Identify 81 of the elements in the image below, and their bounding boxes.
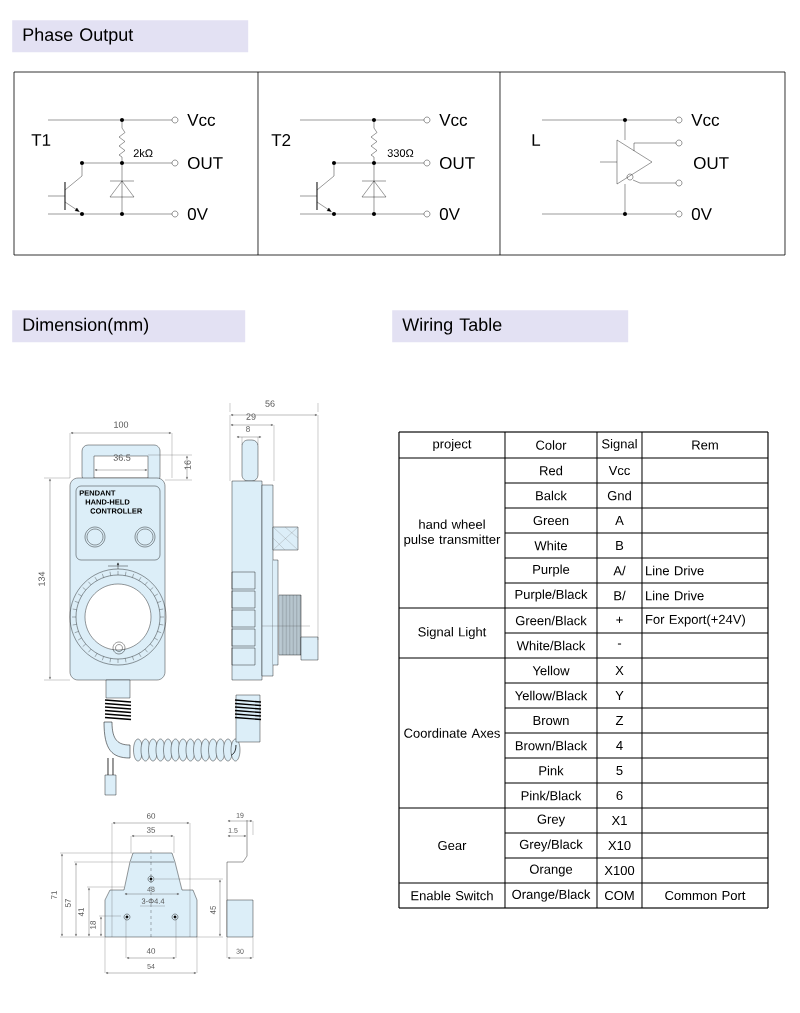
- resistor-value: 330Ω: [387, 149, 414, 157]
- circuit-label: L: [532, 134, 541, 146]
- terminal-label: Vcc: [439, 114, 468, 126]
- table-cell: Orange/Black: [504, 882, 598, 909]
- table-cell: Green/Black: [504, 607, 598, 634]
- heading-band: Dimension(mm): [12, 310, 246, 343]
- table-cell: X100: [596, 857, 643, 884]
- table-cell: Grey: [504, 807, 598, 834]
- table-cell: Signal Light: [398, 607, 506, 659]
- table-cell: X: [596, 657, 643, 684]
- table-cell: Line Drive: [641, 582, 769, 609]
- table-cell: hand wheel pulse transmitter: [398, 457, 506, 609]
- terminal-label: OUT: [440, 157, 475, 170]
- dimension-text: 45: [210, 905, 216, 915]
- terminal-label: 0V: [187, 208, 208, 221]
- table-cell: Purple: [504, 557, 598, 584]
- table-cell: White: [504, 532, 598, 559]
- dimension-text: 57: [65, 898, 71, 908]
- table-cell: Vcc: [596, 457, 643, 484]
- header-cell: Rem: [641, 431, 769, 459]
- dimension-text: 41: [78, 907, 84, 917]
- terminal-label: 0V: [691, 208, 712, 221]
- table-cell: Orange: [504, 857, 598, 884]
- table-cell: Pink/Black: [504, 782, 598, 809]
- table-cell: Z: [596, 707, 643, 734]
- table-cell: 5: [596, 757, 643, 784]
- table-cell: Pink: [504, 757, 598, 784]
- table-cell: Yellow: [504, 657, 598, 684]
- table-cell: A: [596, 507, 643, 534]
- dimension-text: 134: [38, 571, 45, 586]
- circuit-label: T1: [31, 134, 51, 146]
- dimension-text: 16: [184, 460, 191, 470]
- dimension-text: 60: [146, 813, 156, 819]
- table-cell: White/Black: [504, 632, 598, 659]
- table-cell: B/: [596, 582, 643, 609]
- table-cell: Red: [504, 457, 598, 484]
- table-cell: Brown: [504, 707, 598, 734]
- table-cell: B: [596, 532, 643, 559]
- table-cell: Green: [504, 507, 598, 534]
- dimension-text: 56: [265, 400, 275, 407]
- table-cell: X1: [596, 807, 643, 834]
- dimension-text: 29: [246, 413, 256, 420]
- resistor-value: 2kΩ: [133, 149, 153, 157]
- heading-band: Phase Output: [12, 20, 249, 53]
- table-cell: X10: [596, 832, 643, 859]
- terminal-label: OUT: [694, 157, 729, 170]
- header-cell: Color: [504, 431, 598, 459]
- terminal-label: 0V: [439, 208, 460, 221]
- header-cell: Signal: [596, 431, 643, 459]
- table-cell: Grey/Black: [504, 832, 598, 859]
- heading-band: Wiring Table: [392, 310, 629, 343]
- dimension-text: 40: [146, 948, 156, 954]
- table-cell: +: [596, 607, 643, 634]
- table-cell: Gnd: [596, 482, 643, 509]
- table-cell: Common Port: [641, 882, 769, 909]
- terminal-label: Vcc: [691, 114, 720, 126]
- table-cell: Purple/Black: [504, 582, 598, 609]
- table-cell: Gear: [398, 807, 506, 884]
- header-cell: project: [398, 431, 506, 459]
- terminal-label: OUT: [188, 157, 223, 170]
- dimension-text: 71: [51, 890, 57, 900]
- dimension-text: 100: [114, 421, 129, 428]
- table-cell: COM: [596, 882, 643, 909]
- table-cell: 4: [596, 732, 643, 759]
- dimension-text: 8: [246, 426, 250, 432]
- dimension-text: 18: [90, 920, 96, 929]
- terminal-label: Vcc: [187, 114, 216, 126]
- circuit-label: T2: [271, 134, 291, 146]
- table-cell: A/: [596, 557, 643, 584]
- table-cell: Line Drive: [641, 557, 769, 584]
- table-cell: For Export(+24V): [641, 607, 769, 634]
- table-cell: Coordinate Axes: [398, 657, 506, 809]
- dimension-text: 35: [146, 827, 156, 833]
- table-cell: Balck: [504, 482, 598, 509]
- table-cell: Enable Switch: [398, 882, 506, 909]
- table-cell: 6: [596, 782, 643, 809]
- dimension-text: 36.5: [113, 454, 131, 461]
- table-cell: Y: [596, 682, 643, 709]
- table-cell: Yellow/Black: [504, 682, 598, 709]
- table-cell: Brown/Black: [504, 732, 598, 759]
- table-cell: -: [596, 632, 643, 659]
